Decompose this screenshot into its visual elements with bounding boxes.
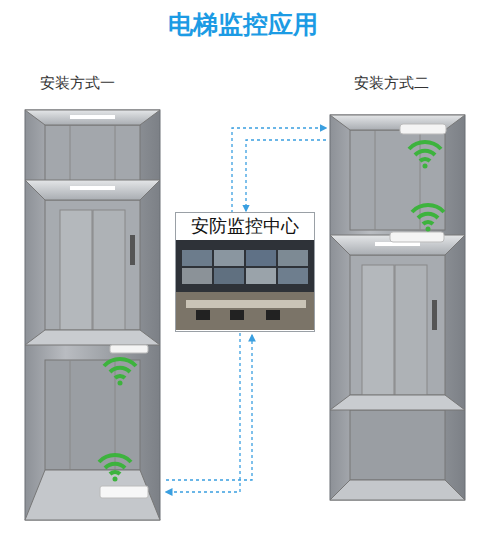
install-label: 安装方式一 <box>22 74 132 93</box>
monitor-room-photo <box>176 240 314 330</box>
control-center-box: 安防监控中心 <box>175 212 315 332</box>
node-text: 安防监控中心 <box>176 213 314 239</box>
install-label: 安装方式二 <box>336 74 446 93</box>
diagram-title: 电梯监控应用 <box>0 8 486 41</box>
elevator-shaft-right <box>330 115 465 500</box>
signal-wire <box>166 128 326 492</box>
elevator-shaft-left <box>25 110 160 520</box>
